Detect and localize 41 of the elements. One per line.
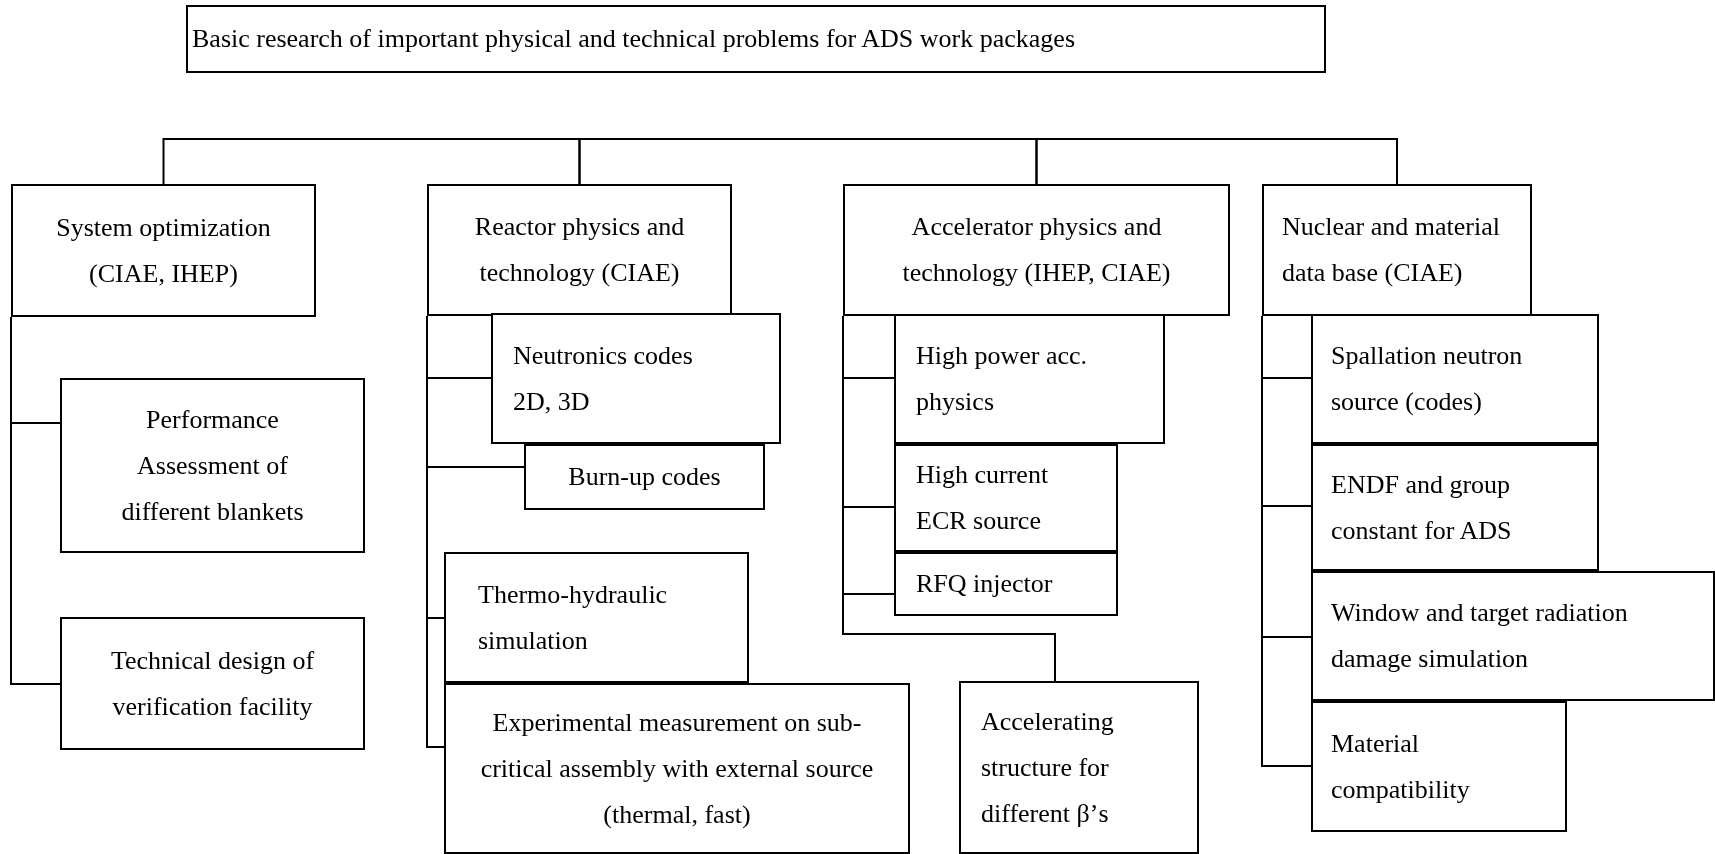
work-package-box [894,552,1118,616]
connector-line [162,138,581,185]
work-package-box [491,313,781,444]
work-package-box [60,617,365,750]
package-label: Technical design of verification facility [109,644,316,723]
work-package-box [843,184,1230,316]
package-label: High current ECR source [916,459,1050,537]
work-package-box [524,444,765,510]
package-label: RFQ injector [916,568,1053,600]
title-text: Basic research of important physical and technical problems for ADS work packages [192,23,1075,55]
work-package-box [427,184,732,316]
work-package-box [1311,444,1599,571]
package-label: Material compatibility [1331,727,1471,806]
package-label: Neutronics codes 2D, 3D [513,339,694,418]
package-label: Nuclear and material data base (CIAE) [1282,211,1501,289]
package-label: Spallation neutron source (codes) [1331,340,1524,418]
package-label: System optimization (CIAE, IHEP) [55,211,272,290]
work-package-box [894,444,1118,552]
work-package-box [959,681,1199,854]
work-package-box [1311,701,1567,832]
package-label: Performance Assessment of different blankets [120,403,305,528]
title-box [186,5,1326,73]
package-label: Thermo-hydraulic simulation [478,578,669,657]
connector-line [578,138,1038,185]
work-package-box [444,552,749,683]
package-label: Burn-up codes [568,461,721,493]
work-package-box [894,314,1165,444]
package-label: Accelerating structure for different β’s [981,705,1115,830]
work-package-box [60,378,365,553]
work-package-box [11,184,316,317]
package-label: ENDF and group constant for ADS [1331,468,1513,547]
work-package-box [1311,571,1715,701]
package-label: Window and target radiation damage simulation [1331,597,1629,675]
connector-line [1035,138,1398,185]
package-label: Accelerator physics and technology (IHEP, CIAE) [901,211,1172,289]
package-label: Reactor physics and technology (CIAE) [473,211,686,289]
package-label: High power acc. physics [916,340,1089,418]
work-package-box [1311,314,1599,444]
work-package-box [444,683,910,854]
work-package-box [1262,184,1532,316]
package-label: Experimental measurement on sub-critical assembly with external source (thermal, fast) [479,706,875,831]
